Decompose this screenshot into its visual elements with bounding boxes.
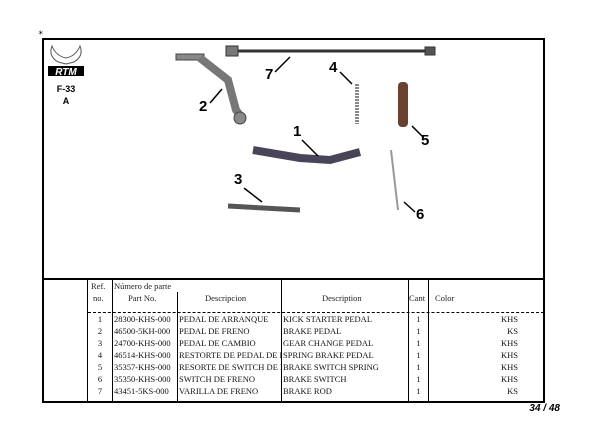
header-ref: Ref. <box>91 281 106 291</box>
svg-text:RTM: RTM <box>55 67 77 78</box>
cell-part: 35357-KHS-000 <box>114 362 171 372</box>
cell-description: BRAKE SWITCH <box>283 374 347 384</box>
cell-ref: 6 <box>97 374 103 384</box>
cell-descripcion: PEDAL DE CAMBIO <box>179 338 256 348</box>
page-number: 34 / 48 <box>529 403 560 414</box>
cell-color: KHS <box>500 362 518 372</box>
cell-ref: 7 <box>97 386 103 396</box>
brake-pedal-part <box>175 53 247 125</box>
cell-color: KHS <box>500 374 518 384</box>
cell-color: KS <box>507 326 518 336</box>
header-part-es: Número de parte <box>114 281 172 291</box>
corner-mark: * <box>38 30 44 40</box>
col-line <box>408 279 409 402</box>
figure-code: F-33 <box>56 84 76 94</box>
cell-description: BRAKE PEDAL <box>283 326 342 336</box>
header-description: Description <box>322 293 362 303</box>
cell-cant: 1 <box>416 326 421 336</box>
cell-description: SPRING BRAKE PEDAL <box>283 350 374 360</box>
cell-color: KHS <box>500 338 518 348</box>
col-line <box>281 279 282 402</box>
parts-illustration <box>175 45 436 213</box>
callout-6: 6 <box>416 206 425 223</box>
callout-4: 4 <box>329 59 338 76</box>
cell-cant: 1 <box>416 374 421 384</box>
cell-descripcion: VARILLA DE FRENO <box>179 386 259 396</box>
col-line <box>428 279 429 402</box>
cell-color: KHS <box>500 314 518 324</box>
cell-ref: 4 <box>97 350 103 360</box>
cell-descripcion: RESTORTE DE PEDAL DE FRE <box>179 350 281 360</box>
cell-ref: 1 <box>97 314 103 324</box>
header-descripcion: Descripcion <box>205 293 247 303</box>
cell-descripcion: RESORTE DE SWITCH DE FRE <box>179 362 281 372</box>
callout-7: 7 <box>265 66 274 83</box>
kick-starter-pedal-part <box>252 146 362 165</box>
table-divider <box>42 278 545 280</box>
cell-description: KICK STARTER PEDAL <box>283 314 373 324</box>
callout-5: 5 <box>421 132 430 149</box>
col-line <box>112 279 113 402</box>
cell-descripcion: SWITCH DE FRENO <box>179 374 256 384</box>
cell-color: KHS <box>500 350 518 360</box>
cell-descripcion: PEDAL DE FRENO <box>179 326 250 336</box>
header-cant: Cant <box>409 293 426 303</box>
col-line <box>87 279 88 402</box>
cell-part: 43451-5KS-000 <box>114 386 169 396</box>
cell-part: 24700-KHS-000 <box>114 338 171 348</box>
cell-cant: 1 <box>416 386 421 396</box>
brake-switch-spring-part <box>390 149 399 211</box>
cell-part: 46500-5KH-000 <box>114 326 171 336</box>
header-part-no: Part No. <box>128 293 157 303</box>
cell-description: GEAR CHANGE PEDAL <box>283 338 374 348</box>
col-line <box>177 292 178 402</box>
cell-description: BRAKE SWITCH SPRING <box>283 362 379 372</box>
cell-cant: 1 <box>416 362 421 372</box>
cell-part: 46514-KHS-000 <box>114 350 171 360</box>
cell-part: 28300-KHS-000 <box>114 314 171 324</box>
brake-rod-part <box>225 45 436 57</box>
drawing-frame <box>42 38 545 403</box>
callout-2: 2 <box>199 98 208 115</box>
leader-lines <box>209 56 424 213</box>
callout-3: 3 <box>234 171 243 188</box>
cell-cant: 1 <box>416 314 421 324</box>
gear-change-pedal-part <box>227 203 301 213</box>
cell-descripcion: PEDAL DE ARRANQUE <box>179 314 269 324</box>
cell-part: 35350-KHS-000 <box>114 374 171 384</box>
cell-cant: 1 <box>416 338 421 348</box>
cell-description: BRAKE ROD <box>283 386 332 396</box>
cell-ref: 3 <box>97 338 103 348</box>
header-color: Color <box>435 293 455 303</box>
cell-color: KS <box>507 386 518 396</box>
figure-variant: A <box>62 96 70 106</box>
brake-switch-part <box>398 82 408 127</box>
callout-1: 1 <box>293 123 302 140</box>
header-ref-no: no. <box>93 293 104 303</box>
header-separator <box>88 312 544 313</box>
cell-ref: 2 <box>97 326 103 336</box>
rtm-logo: RTM <box>48 44 84 78</box>
cell-cant: 1 <box>416 350 421 360</box>
cell-ref: 5 <box>97 362 103 372</box>
